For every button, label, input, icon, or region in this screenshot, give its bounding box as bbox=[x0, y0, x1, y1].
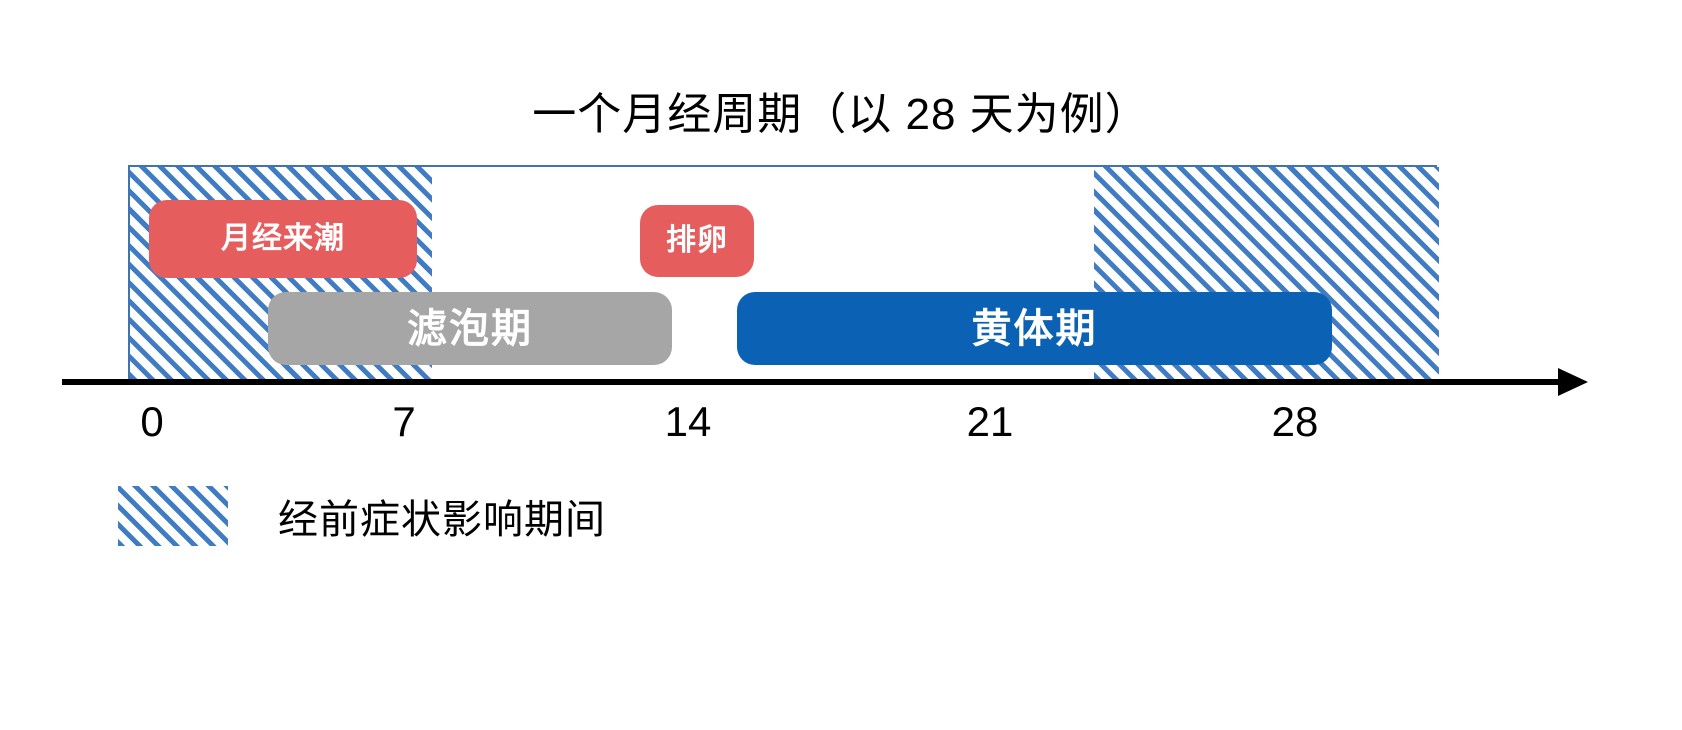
legend: 经前症状影响期间 bbox=[118, 486, 606, 546]
cycle-timeline-plot-area: 月经来潮 排卵 滤泡期 黄体期 bbox=[128, 165, 1439, 381]
x-axis-tick-label: 7 bbox=[392, 398, 416, 445]
x-axis-tick-label: 14 bbox=[664, 398, 712, 445]
x-axis-arrow-icon bbox=[1558, 368, 1588, 396]
follicular-phase-pill: 滤泡期 bbox=[268, 292, 672, 365]
menstruation-pill-label: 月经来潮 bbox=[221, 222, 345, 255]
x-axis-tick-label: 28 bbox=[1271, 398, 1319, 445]
ovulation-pill: 排卵 bbox=[640, 205, 754, 277]
luteal-phase-pill: 黄体期 bbox=[737, 292, 1332, 365]
chart-title: 一个月经周期（以 28 天为例） bbox=[532, 90, 1150, 139]
follicular-phase-pill-label: 滤泡期 bbox=[407, 306, 533, 351]
x-axis-tick-label: 21 bbox=[966, 398, 1014, 445]
legend-label: 经前症状影响期间 bbox=[278, 498, 606, 542]
hatched-pattern-swatch-icon bbox=[118, 486, 228, 546]
menstruation-pill: 月经来潮 bbox=[149, 200, 417, 278]
x-axis-tick-label: 0 bbox=[140, 398, 164, 445]
x-axis-line bbox=[62, 379, 1566, 385]
luteal-phase-pill-label: 黄体期 bbox=[971, 306, 1098, 351]
ovulation-pill-label: 排卵 bbox=[666, 224, 728, 257]
